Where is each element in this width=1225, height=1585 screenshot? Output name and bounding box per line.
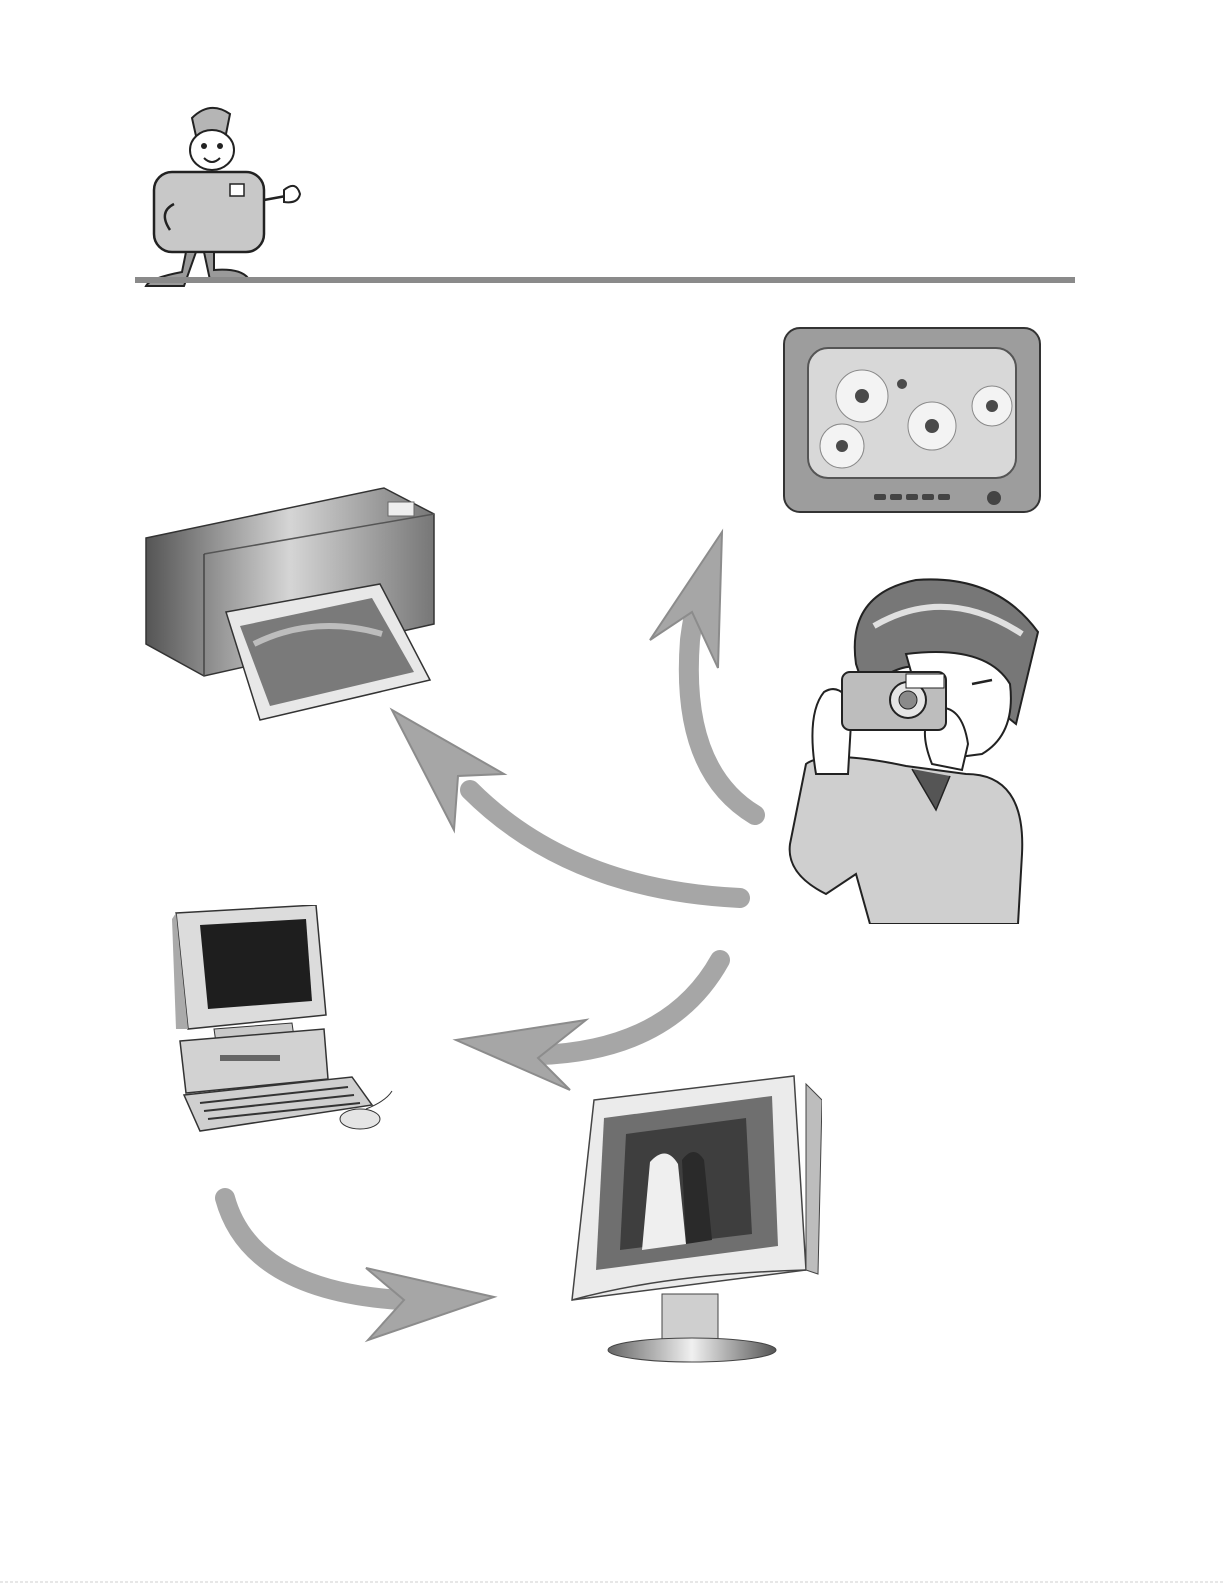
arrow-pc-to-monitor bbox=[225, 1198, 400, 1300]
arrow-to-printer bbox=[470, 790, 740, 898]
arrow-to-computer bbox=[540, 960, 720, 1055]
footer-print-marks bbox=[0, 1577, 1225, 1585]
